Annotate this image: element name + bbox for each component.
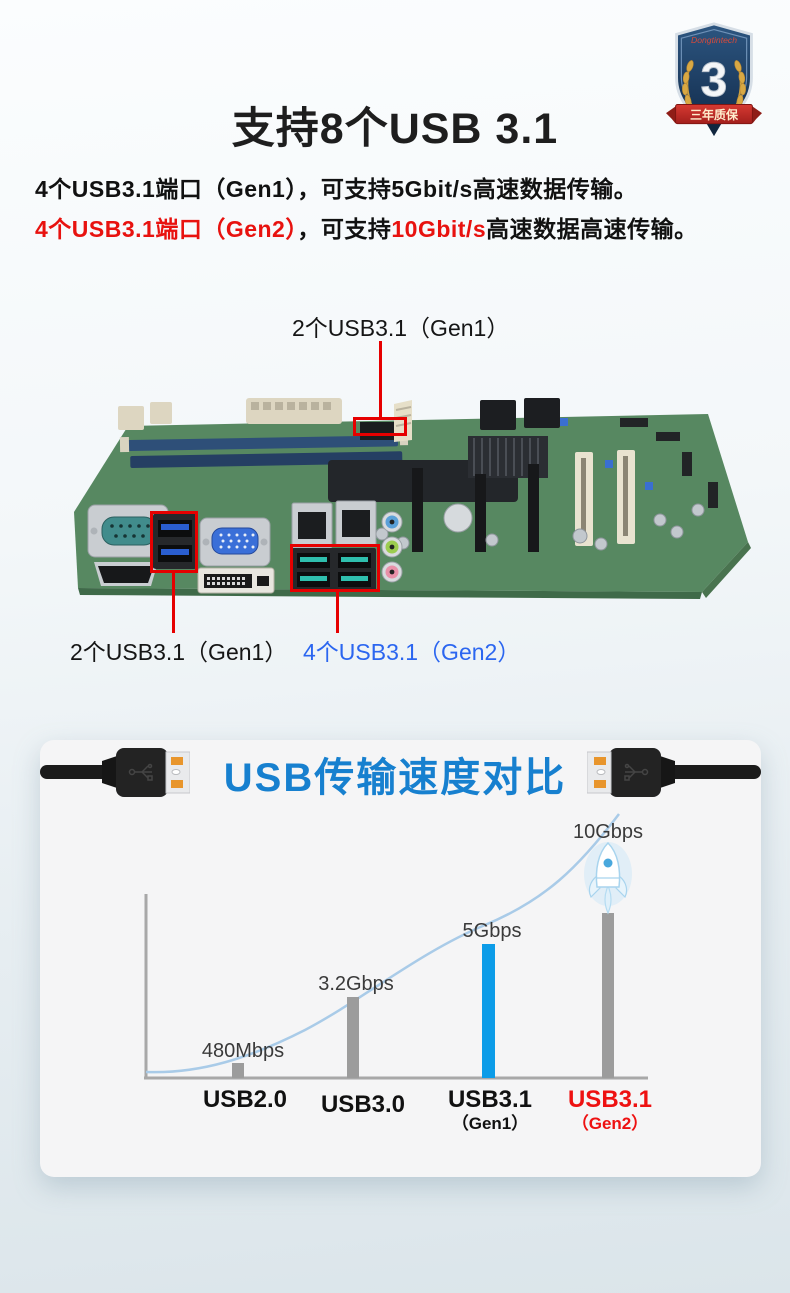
pci-slot-1 (575, 452, 593, 546)
category-label-usb30: USB3.0 (320, 1091, 406, 1118)
value-label-gen1: 5Gbps (462, 920, 522, 942)
serial-port (87, 504, 169, 558)
bar-usb20 (232, 1063, 244, 1078)
desc2-red-speed: 10Gbit/s (391, 216, 487, 242)
atx-power-connector (246, 398, 342, 424)
desc2-black-2: 高速数据高速传输。 (486, 216, 698, 242)
speed-chart (144, 813, 648, 1080)
trend-curve-icon (145, 813, 620, 1074)
annotation-line-top (379, 341, 382, 418)
usb-plug-right-icon (587, 748, 761, 797)
pcie-slot-3 (528, 464, 539, 552)
desc1-text: 4个USB3.1端口（Gen1），可支持5Gbit/s高速数据传输。 (35, 176, 638, 202)
ribbon-tail-right (752, 106, 762, 124)
pcie-slot-2 (475, 474, 486, 552)
annotation-box-gen1-ports (150, 511, 198, 573)
pcb-right-edge (702, 542, 751, 598)
audio-jacks (381, 511, 403, 583)
cmos-battery (443, 503, 473, 533)
atx-teeth (251, 402, 331, 410)
annotation-box-internal-usb (353, 417, 407, 436)
desc2-black-1: ，可支持 (297, 216, 392, 242)
cpu-power-connector (480, 400, 516, 430)
annotation-line-gen1 (172, 570, 175, 633)
category-label-gen2: USB3.1 （Gen2） (567, 1086, 653, 1133)
pin-headers (560, 418, 718, 508)
annotation-line-gen2 (336, 589, 339, 633)
category-label-gen1: USB3.1 （Gen1） (447, 1086, 533, 1133)
rocket-icon (584, 841, 632, 915)
dvi-port (197, 567, 275, 594)
fan-header (118, 406, 144, 430)
bar-usb31-gen2 (602, 913, 614, 1078)
badge-brand-text: Dongtintech (691, 35, 737, 45)
bar-usb30 (347, 997, 359, 1078)
usb31-gen1-ports (153, 513, 197, 569)
pci-slot-2 (617, 450, 635, 544)
capacitors (353, 503, 705, 551)
pcie-slot-1 (412, 468, 423, 552)
ribbon-text: 三年质保 (690, 107, 739, 122)
callout-top-label: 2个USB3.1（Gen1） (292, 315, 510, 341)
description-line-1: 4个USB3.1端口（Gen1），可支持5Gbit/s高速数据传输。 (35, 170, 637, 204)
desc2-red-ports: 4个USB3.1端口（Gen2） (35, 216, 298, 242)
value-label-usb20: 480Mbps (201, 1040, 285, 1062)
description-line-2: 4个USB3.1端口（Gen2），可支持10Gbit/s高速数据高速传输。 (35, 210, 698, 244)
callout-bottom-right-label: 4个USB3.1（Gen2） (303, 639, 521, 665)
warranty-badge: Dongtintech 3 三年质保 (666, 22, 762, 137)
speed-comparison-card (40, 740, 761, 1177)
value-label-usb30: 3.2Gbps (318, 973, 394, 995)
category-label-usb20: USB2.0 (202, 1086, 288, 1113)
ribbon-tail-left (666, 106, 676, 124)
bar-usb31-gen1 (482, 944, 495, 1078)
front-panel-header (150, 402, 172, 424)
cpu-power-connector-2 (524, 398, 560, 428)
annotation-box-gen2-ports (290, 544, 380, 592)
ethernet-ports (291, 500, 377, 549)
usb-plug-left-icon (40, 748, 190, 797)
ribbon-banner (675, 104, 753, 125)
badge-number: 3 (701, 54, 728, 107)
page-title: 支持8个USB 3.1 (231, 105, 559, 153)
vga-port (199, 517, 271, 567)
chart-title: USB传输速度对比 (223, 756, 567, 800)
motherboard-photo (74, 398, 751, 599)
hdmi-port (94, 562, 158, 586)
usb31-gen2-ports (292, 548, 376, 592)
callout-bottom-left-label: 2个USB3.1（Gen1） (70, 639, 288, 665)
value-label-gen2: 10Gbps (572, 821, 644, 843)
